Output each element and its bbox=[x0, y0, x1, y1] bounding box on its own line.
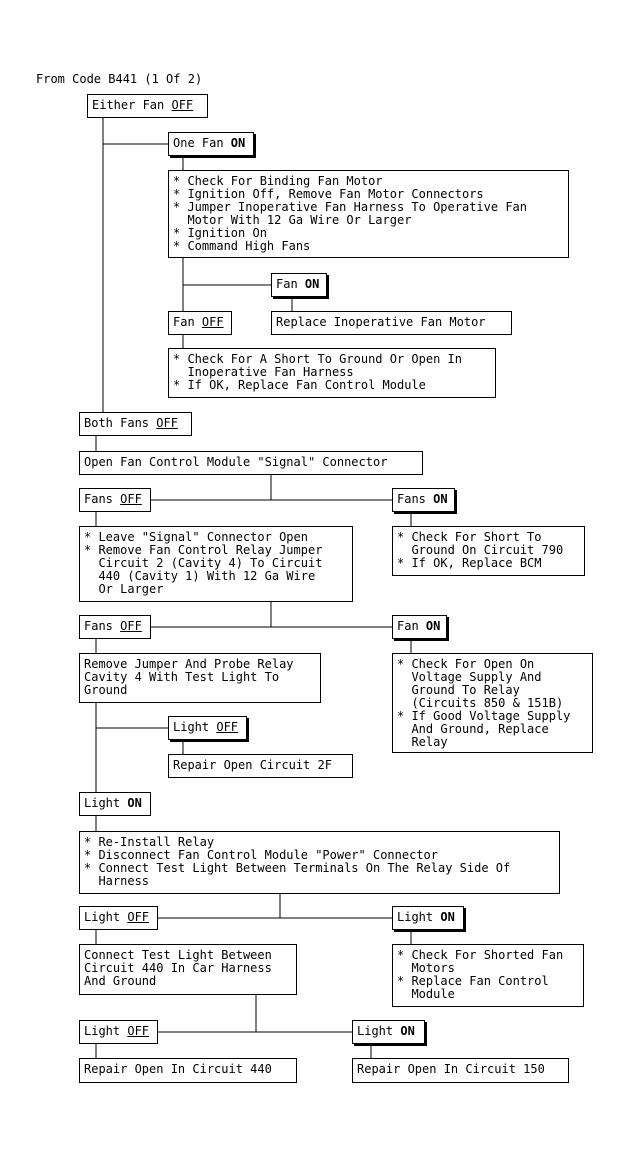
node-open-signal-connector: Open Fan Control Module "Signal" Connect… bbox=[79, 451, 423, 475]
node-light-off-2: Light OFF bbox=[79, 906, 158, 930]
node-light-on-2: Light ON bbox=[392, 906, 464, 930]
node-either-fan-off: Either Fan OFF bbox=[87, 94, 208, 118]
node-one-fan-on: One Fan ON bbox=[168, 132, 254, 156]
node-check-short-harness: * Check For A Short To Ground Or Open In… bbox=[168, 348, 496, 398]
node-light-off-3: Light OFF bbox=[79, 1020, 158, 1044]
node-check-open-voltage: * Check For Open On Voltage Supply And G… bbox=[392, 653, 593, 753]
node-fans-off-2: Fans OFF bbox=[79, 615, 151, 639]
node-both-fans-off: Both Fans OFF bbox=[79, 412, 192, 436]
node-fan-on-2: Fan ON bbox=[392, 615, 447, 639]
node-check-short-790: * Check For Short To Ground On Circuit 7… bbox=[392, 526, 585, 576]
node-fan-on-1: Fan ON bbox=[271, 273, 327, 297]
node-repair-circuit-2f: Repair Open Circuit 2F bbox=[168, 754, 353, 778]
node-repair-circuit-150: Repair Open In Circuit 150 bbox=[352, 1058, 569, 1083]
node-check-shorted-motors: * Check For Shorted Fan Motors* Replace … bbox=[392, 944, 584, 1007]
node-fans-on-1: Fans ON bbox=[392, 488, 455, 512]
node-light-off-1: Light OFF bbox=[168, 716, 247, 740]
node-check-binding-fan: * Check For Binding Fan Motor* Ignition … bbox=[168, 170, 569, 258]
node-repair-circuit-440: Repair Open In Circuit 440 bbox=[79, 1058, 297, 1083]
node-fan-off-1: Fan OFF bbox=[168, 311, 232, 335]
node-light-on-1: Light ON bbox=[79, 792, 151, 816]
node-leave-signal-open: * Leave "Signal" Connector Open* Remove … bbox=[79, 526, 353, 602]
header-caption: From Code B441 (1 Of 2) bbox=[36, 72, 203, 86]
node-reinstall-relay: * Re-Install Relay* Disconnect Fan Contr… bbox=[79, 831, 560, 894]
node-fans-off-1: Fans OFF bbox=[79, 488, 151, 512]
node-light-on-3: Light ON bbox=[352, 1020, 425, 1044]
node-replace-fan-motor: Replace Inoperative Fan Motor bbox=[271, 311, 512, 335]
